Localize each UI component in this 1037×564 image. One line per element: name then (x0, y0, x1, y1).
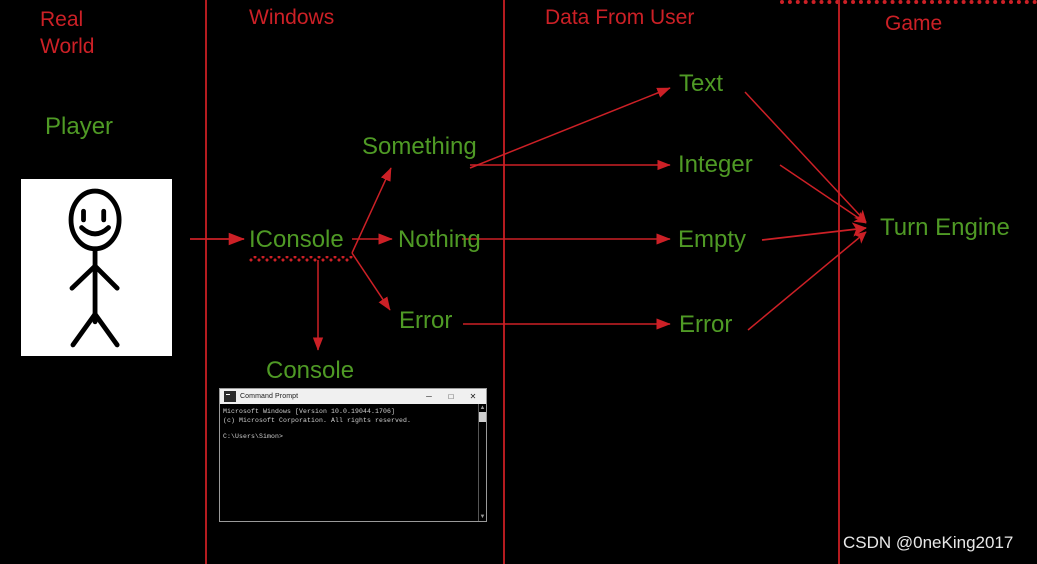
node-integer: Integer (678, 151, 753, 178)
column-divider-2 (503, 0, 505, 564)
scroll-thumb[interactable] (479, 412, 486, 422)
terminal-icon (224, 391, 236, 402)
console-prompt-line: C:\Users\Simon> (223, 433, 284, 440)
close-icon[interactable]: ✕ (469, 391, 477, 401)
node-error-right: Error (679, 311, 733, 338)
iconsole-spellcheck-underline (249, 256, 353, 262)
minimize-icon[interactable]: ─ (426, 391, 432, 401)
watermark: CSDN @0neKing2017 (843, 533, 1014, 552)
node-console: Console (266, 357, 355, 384)
console-scrollbar[interactable]: ▲ ▼ (478, 404, 486, 521)
player-image (18, 176, 175, 359)
node-player: Player (45, 113, 114, 140)
console-line: Microsoft Windows [Version 10.0.19044.17… (223, 408, 396, 415)
scroll-up-icon[interactable]: ▲ (479, 405, 486, 411)
column-divider-3 (838, 0, 840, 564)
node-something: Something (362, 133, 477, 160)
scroll-down-icon[interactable]: ▼ (479, 514, 486, 520)
console-line: (c) Microsoft Corporation. All rights re… (223, 416, 412, 424)
node-empty: Empty (678, 226, 747, 253)
command-prompt-output[interactable]: Microsoft Windows [Version 10.0.19044.17… (220, 404, 486, 521)
top-dotted-rule (780, 0, 1037, 4)
column-header-windows: Windows (249, 6, 335, 29)
column-header-real-world: Real World (40, 8, 95, 58)
node-iconsole: IConsole (249, 226, 344, 253)
window-controls: ─ □ ✕ (418, 390, 484, 404)
node-turn-engine: Turn Engine (880, 214, 1010, 241)
command-prompt-title: Command Prompt (240, 393, 299, 400)
maximize-icon[interactable]: □ (448, 391, 454, 401)
node-nothing: Nothing (398, 226, 481, 253)
node-error-left: Error (399, 307, 453, 334)
column-header-data-from-user: Data From User (545, 6, 695, 29)
node-text: Text (679, 70, 724, 97)
console-blank-line (223, 425, 483, 433)
stick-figure-icon (68, 188, 122, 348)
command-prompt-window[interactable]: Command Prompt ─ □ ✕ Microsoft Windows [… (219, 388, 487, 522)
column-divider-1 (205, 0, 207, 564)
column-header-game: Game (885, 12, 943, 35)
command-prompt-titlebar: Command Prompt ─ □ ✕ (220, 389, 486, 404)
